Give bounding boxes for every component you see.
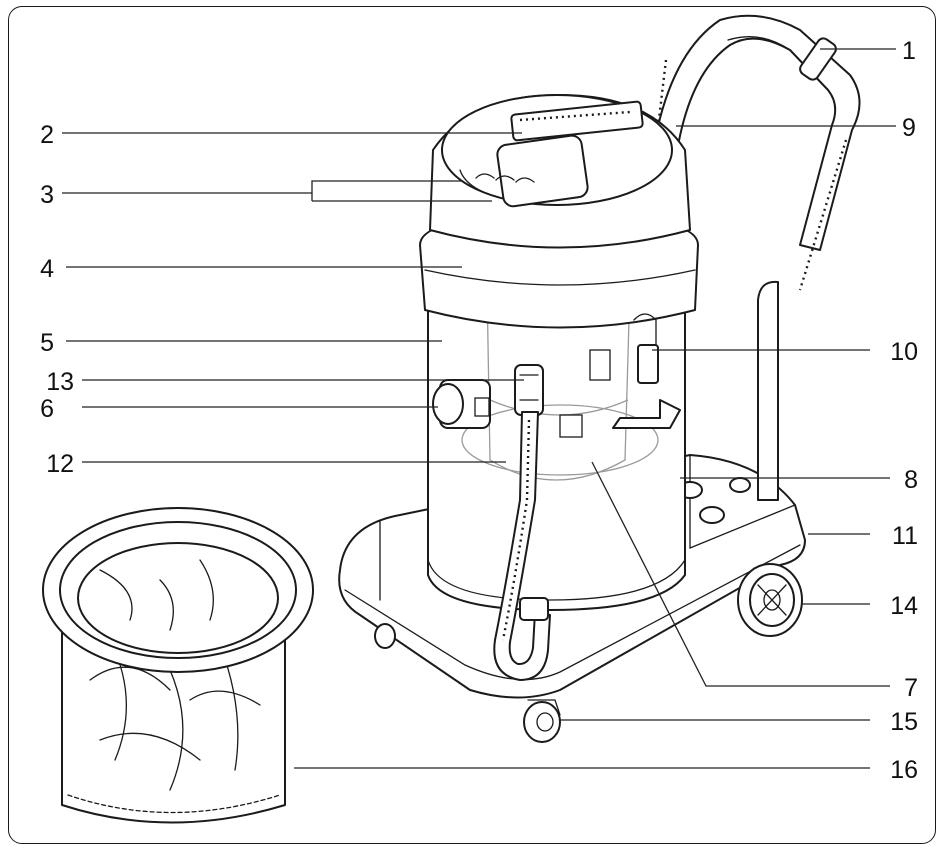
callout-5: 5 [40, 329, 54, 357]
figure-frame [8, 6, 936, 844]
callout-12: 12 [46, 450, 74, 478]
callout-16: 16 [890, 756, 918, 784]
callout-8: 8 [904, 466, 918, 494]
side-inlet [432, 379, 491, 429]
callout-15: 15 [890, 708, 918, 736]
tank-clip [633, 313, 659, 384]
front-castor [523, 699, 561, 743]
filter-bag [42, 507, 314, 824]
callout-13: 13 [46, 368, 74, 396]
callout-10: 10 [890, 338, 918, 366]
callout-labels: 1 2 3 4 5 6 7 8 9 10 11 12 13 14 15 16 [40, 37, 918, 784]
callout-4: 4 [40, 255, 54, 283]
callout-3: 3 [40, 181, 54, 209]
callout-6: 6 [40, 395, 54, 423]
callout-9: 9 [902, 114, 916, 142]
side-castor [374, 623, 396, 649]
rear-wheel [737, 563, 803, 637]
tank [427, 309, 686, 611]
callout-14: 14 [890, 592, 918, 620]
callout-1: 1 [902, 37, 916, 65]
leader-lines [62, 48, 896, 769]
callout-11: 11 [892, 522, 918, 550]
callout-7: 7 [904, 674, 918, 702]
suction-hose [493, 364, 551, 681]
callout-2: 2 [40, 121, 54, 149]
hose-hook [612, 399, 681, 429]
motor-head [419, 94, 699, 329]
